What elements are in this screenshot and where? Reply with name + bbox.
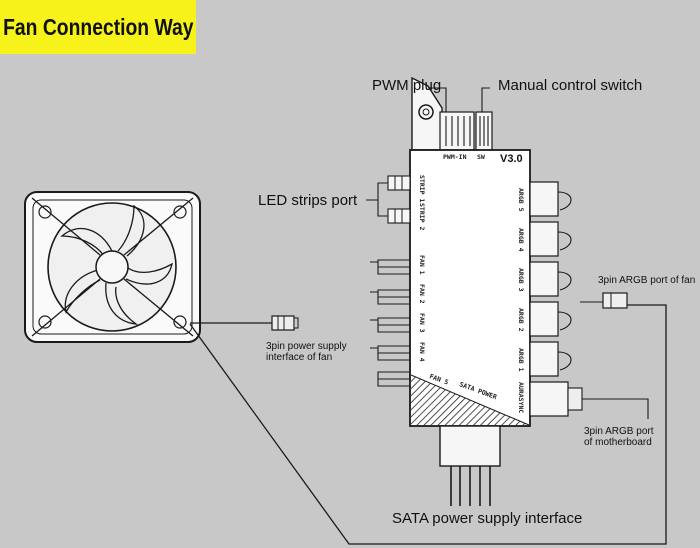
hub-argb3-label: ARGB 3	[517, 268, 525, 292]
leader-lines	[366, 87, 649, 419]
argb-mb-label-line1: 3pin ARGB port	[584, 426, 654, 437]
hub-version-label: V3.0	[500, 153, 523, 165]
hub-pwm-in-label: PWM-IN	[443, 153, 467, 161]
hub-argb2-label: ARGB 2	[517, 308, 525, 332]
fan-argb-cable	[189, 304, 667, 545]
hub-fan3-label: FAN 3	[418, 313, 426, 333]
title-banner: Fan Connection Way	[0, 0, 196, 54]
led-strip-ports	[387, 175, 411, 224]
hub-strip2-label: STRIP 2	[418, 203, 426, 230]
hub-argb5-label: ARGB 5	[517, 188, 525, 212]
manual-switch-label: Manual control switch	[498, 77, 642, 94]
argb-fan-label: 3pin ARGB port of fan	[598, 275, 695, 286]
hub-body	[409, 76, 531, 506]
page-title: Fan Connection Way	[2, 13, 194, 40]
hub-sw-label: SW	[477, 153, 485, 161]
hub-argb4-label: ARGB 4	[517, 228, 525, 252]
hub-fan2-label: FAN 2	[418, 284, 426, 304]
hub-aurasync-label: AURASYNC	[517, 382, 525, 413]
led-strips-label: LED strips port	[258, 192, 358, 209]
fan-power-plug	[271, 315, 299, 331]
hub-strip1-label: STRIP 1	[418, 175, 426, 202]
hub-argb1-label: ARGB 1	[517, 348, 525, 372]
pwm-plug-label: PWM plug	[372, 77, 441, 94]
argb-mb-label-line2: of motherboard	[584, 437, 652, 448]
hub-fan1-label: FAN 1	[418, 255, 426, 275]
sata-label: SATA power supply interface	[392, 510, 582, 527]
fan-icon	[24, 191, 201, 343]
hub-fan4-label: FAN 4	[418, 342, 426, 362]
argb-ports	[529, 181, 583, 417]
fan-power-label-line1: 3pin power supply	[266, 341, 347, 352]
fan-ports	[370, 259, 410, 387]
fan-argb-plug	[602, 292, 628, 309]
fan-power-label-line2: interface of fan	[266, 352, 332, 363]
